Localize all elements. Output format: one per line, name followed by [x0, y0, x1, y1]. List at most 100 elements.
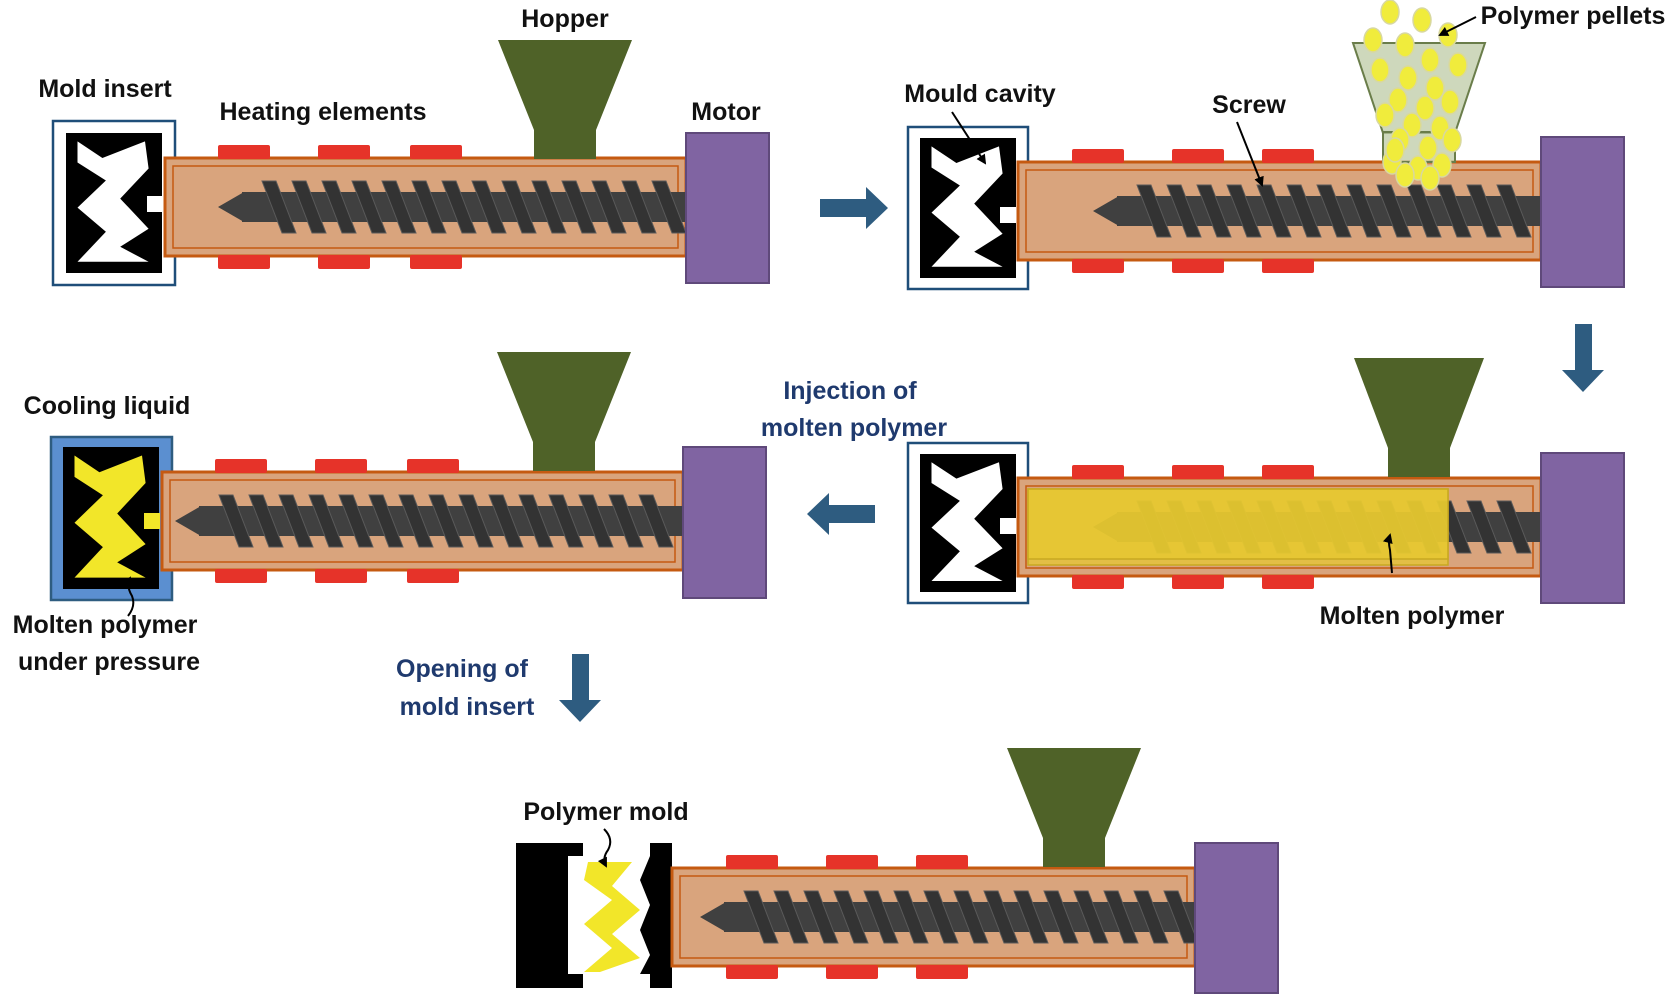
- step-injection-line2: molten polymer: [761, 414, 947, 442]
- screw-flight: [591, 180, 627, 234]
- heating-element: [1072, 465, 1124, 479]
- heating-element: [826, 855, 878, 869]
- heating-element: [1172, 575, 1224, 589]
- screw-flight: [261, 180, 297, 234]
- hopper-stem: [1043, 837, 1105, 867]
- heating-element: [215, 459, 267, 473]
- hopper-stem: [1388, 447, 1450, 477]
- heating-element: [1262, 575, 1314, 589]
- label-molten-polymer-pressure-line2: under pressure: [18, 648, 200, 676]
- screw-flight: [218, 494, 254, 548]
- label-molten-polymer-pressure-line1: Molten polymer: [13, 611, 198, 639]
- screw-flight: [1256, 184, 1292, 238]
- hopper: [497, 352, 631, 471]
- screw-flight: [398, 494, 434, 548]
- polymer-pellet: [1402, 112, 1422, 138]
- screw-flight: [458, 494, 494, 548]
- screw-flight: [1133, 890, 1169, 944]
- screw-flight: [561, 180, 597, 234]
- screw-flight: [278, 494, 314, 548]
- screw-flight: [1013, 890, 1049, 944]
- polymer-pellet: [1395, 32, 1415, 58]
- motor-block: [1540, 136, 1625, 288]
- polymer-pellet: [1395, 162, 1415, 188]
- heating-element: [1172, 465, 1224, 479]
- screw-flight: [1466, 500, 1502, 554]
- hopper-funnel: [1354, 358, 1484, 448]
- hopper: [1007, 748, 1141, 867]
- hopper: [1354, 358, 1484, 477]
- flow-arrow-down: [559, 654, 601, 722]
- polymer-pellet: [1412, 7, 1432, 33]
- screw-flight: [621, 180, 657, 234]
- barrel: [670, 855, 1199, 979]
- screw-flight: [488, 494, 524, 548]
- screw-flight: [411, 180, 447, 234]
- motor-block: [1540, 452, 1625, 604]
- label-motor: Motor: [691, 98, 761, 126]
- motor-block: [682, 446, 767, 599]
- screw-tip: [175, 506, 201, 536]
- heating-element: [1072, 259, 1124, 273]
- screw-flight: [953, 890, 989, 944]
- heating-element: [726, 965, 778, 979]
- polymer-pellet: [1375, 102, 1395, 128]
- hopper: [498, 40, 632, 159]
- screw-flight: [923, 890, 959, 944]
- screw-flight: [1286, 184, 1322, 238]
- screw-flight: [608, 494, 644, 548]
- leader-screw: [1236, 121, 1264, 187]
- screw-flight: [1073, 890, 1109, 944]
- barrel: [163, 145, 688, 269]
- heating-element: [315, 459, 367, 473]
- screw-tip: [218, 192, 244, 222]
- screw-flight: [638, 494, 674, 548]
- heating-element: [1072, 575, 1124, 589]
- screw-flight: [308, 494, 344, 548]
- mould-cavity-shape: [931, 462, 1003, 581]
- screw-flight: [893, 890, 929, 944]
- panel-5-demolding: [516, 748, 1279, 994]
- screw-flight: [351, 180, 387, 234]
- heating-element: [410, 145, 462, 159]
- screw-flight: [1376, 184, 1412, 238]
- screw-flight: [471, 180, 507, 234]
- heating-element: [916, 855, 968, 869]
- heating-element: [1262, 149, 1314, 163]
- mold-gate: [144, 513, 160, 529]
- screw-tip: [700, 902, 726, 932]
- flow-arrow-right: [820, 187, 888, 229]
- screw-flight: [1436, 184, 1472, 238]
- motor-block: [1194, 842, 1279, 994]
- hopper-stem: [533, 441, 595, 471]
- screw-flight: [983, 890, 1019, 944]
- screw-flight: [501, 180, 537, 234]
- label-polymer-pellets: Polymer pellets: [1481, 2, 1666, 30]
- polymer-pellet: [1448, 52, 1468, 78]
- mould-cavity-shape: [931, 146, 1003, 267]
- screw-flight: [248, 494, 284, 548]
- polymer-pellet: [1418, 135, 1438, 161]
- mold-gate: [1000, 518, 1016, 534]
- heating-element: [218, 255, 270, 269]
- panel-3-injection: [906, 358, 1625, 605]
- screw-flight: [1496, 184, 1532, 238]
- screw-flight: [1496, 500, 1532, 554]
- polymer-pellet: [1385, 137, 1405, 163]
- polymer-pellet: [1425, 75, 1445, 101]
- leader-polymer-pellets: [1438, 16, 1477, 36]
- screw-flight: [1406, 184, 1442, 238]
- heating-element: [1262, 259, 1314, 273]
- screw-flight: [578, 494, 614, 548]
- hopper-stem: [534, 129, 596, 159]
- polymer-pellet: [1420, 47, 1440, 73]
- heating-element: [315, 569, 367, 583]
- heating-element: [916, 965, 968, 979]
- mold-half-right-teeth: [640, 856, 662, 974]
- polymer-pellet: [1388, 87, 1408, 113]
- barrel: [160, 459, 685, 583]
- molten-polymer-region: [1027, 488, 1449, 560]
- screw-flight: [368, 494, 404, 548]
- polymer-pellet: [1420, 165, 1440, 191]
